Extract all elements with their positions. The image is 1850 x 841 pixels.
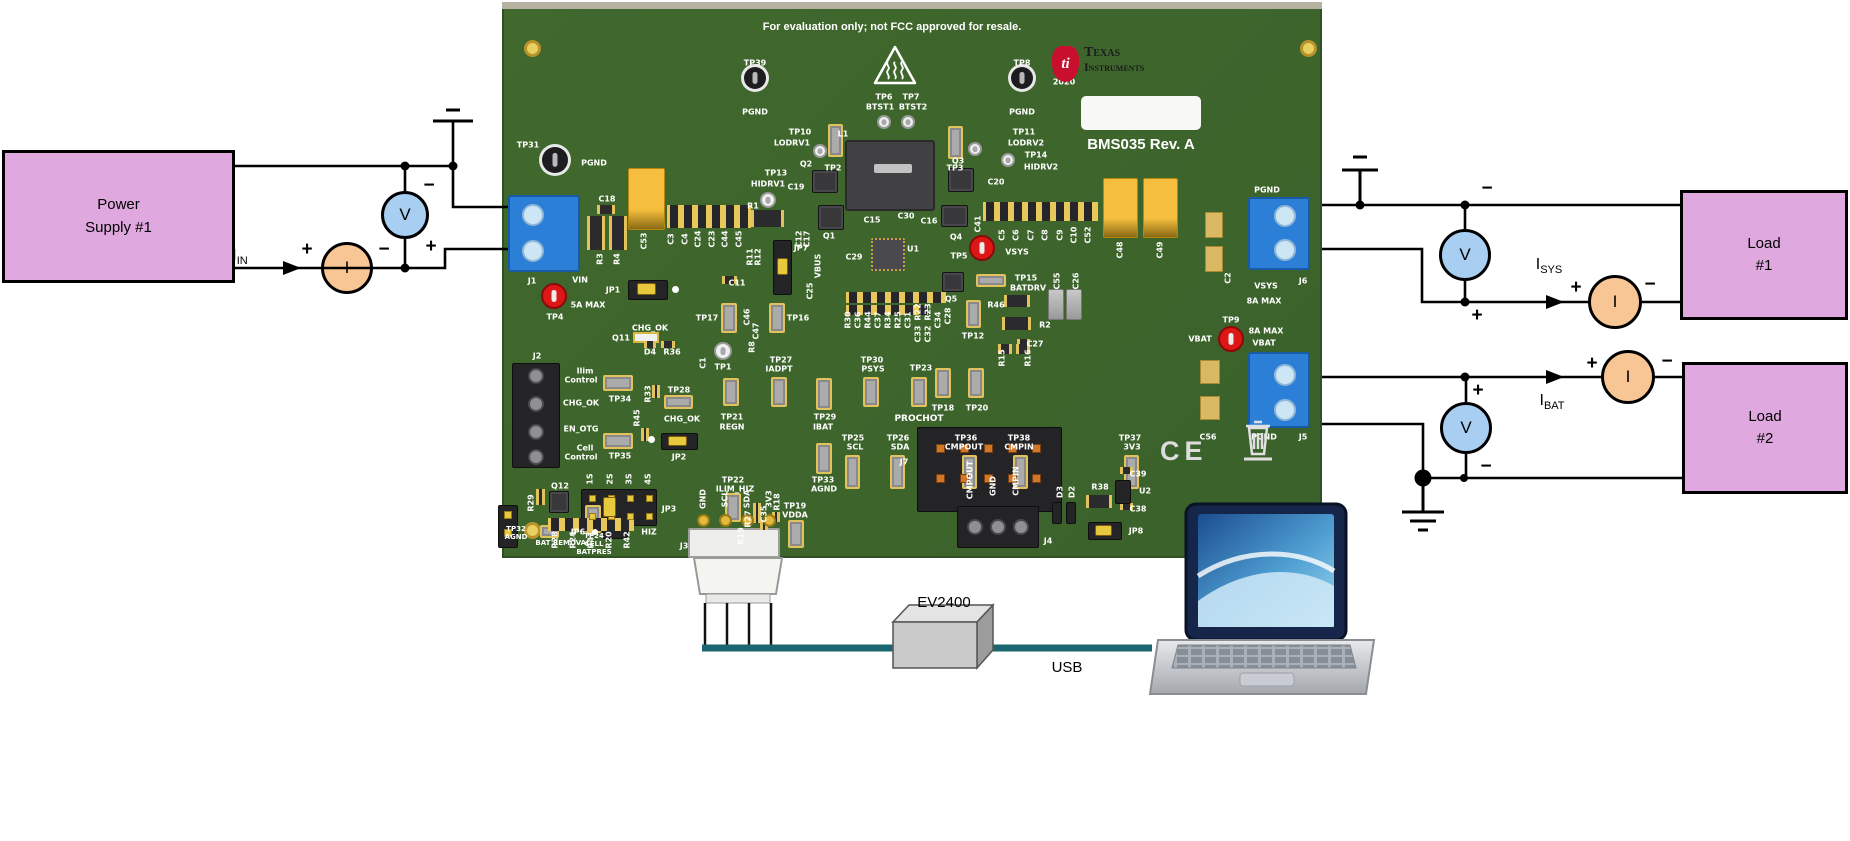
weee-icon: [1244, 420, 1272, 461]
hot-surface-icon: [873, 45, 917, 85]
iin-label: IIN: [232, 246, 248, 268]
vbat-voltmeter: V: [1440, 402, 1492, 454]
input-earth-icon: [433, 108, 473, 123]
polarity-sign-8: +: [1472, 380, 1484, 401]
input-voltmeter: V: [381, 191, 429, 239]
ti-logo-icon: ti: [1052, 46, 1079, 82]
ibat-label: IBAT: [1539, 391, 1565, 413]
eval-notice: For evaluation only; not FCC approved fo…: [762, 21, 1022, 33]
evm-board: [502, 2, 1322, 558]
vsys-wires: [1322, 203, 1680, 304]
serial-label: [1081, 96, 1201, 130]
vbat-wires: [1322, 375, 1682, 480]
polarity-sign-3: −: [378, 239, 390, 260]
polarity-sign-9: −: [1480, 456, 1492, 477]
power-supply-1-label: Supply #1: [85, 218, 152, 236]
board-revision: BMS035 Rev. A: [1087, 136, 1195, 153]
load-2-label: Load: [1748, 407, 1782, 425]
ti-name-line1: Texas: [1084, 45, 1121, 60]
isys-label: ISYS: [1535, 255, 1563, 277]
isys-ammeter: I: [1588, 275, 1642, 329]
power-supply-1-label: Power: [97, 196, 140, 213]
bat-earth-icon: [1402, 478, 1444, 532]
polarity-sign-11: −: [1661, 351, 1673, 372]
load-2-label: #2: [1756, 430, 1774, 447]
input-ammeter: I: [321, 242, 373, 294]
polarity-sign-7: −: [1644, 274, 1656, 295]
ibat-ammeter: I: [1601, 350, 1655, 404]
polarity-sign-6: +: [1570, 277, 1582, 298]
ev2400-label: EV2400: [917, 594, 971, 611]
polarity-sign-5: +: [1471, 305, 1483, 326]
load-1-label: Load: [1747, 234, 1781, 252]
isys-arrow-icon: [1546, 295, 1564, 309]
ground-junction-dot: [1414, 469, 1432, 487]
ev2400-box-icon: [891, 603, 995, 670]
load-1-label: #1: [1755, 257, 1773, 274]
silk-jp4: JP4: [487, 513, 497, 529]
j3-cable-plug: [692, 557, 784, 604]
ti-name-line2: Instruments: [1084, 59, 1145, 74]
polarity-sign-1: +: [425, 236, 437, 257]
ibat-arrow-icon: [1546, 370, 1564, 384]
iin-arrow-icon: [283, 261, 301, 275]
polarity-sign-2: +: [301, 239, 313, 260]
vsys-voltmeter: V: [1439, 229, 1491, 281]
usb-label: USB: [1051, 659, 1083, 676]
input-wires: [235, 122, 508, 270]
cable-wires: [703, 603, 773, 646]
load-1: Load #1: [1680, 190, 1848, 320]
load-2: Load #2: [1682, 362, 1848, 494]
sys-earth-icon: [1342, 155, 1378, 205]
polarity-sign-4: −: [1481, 178, 1493, 199]
polarity-sign-0: −: [423, 175, 435, 196]
ti-logo: ti Texas Instruments: [1052, 45, 1145, 82]
polarity-sign-10: +: [1586, 353, 1598, 374]
ce-mark: CE: [1160, 436, 1208, 466]
